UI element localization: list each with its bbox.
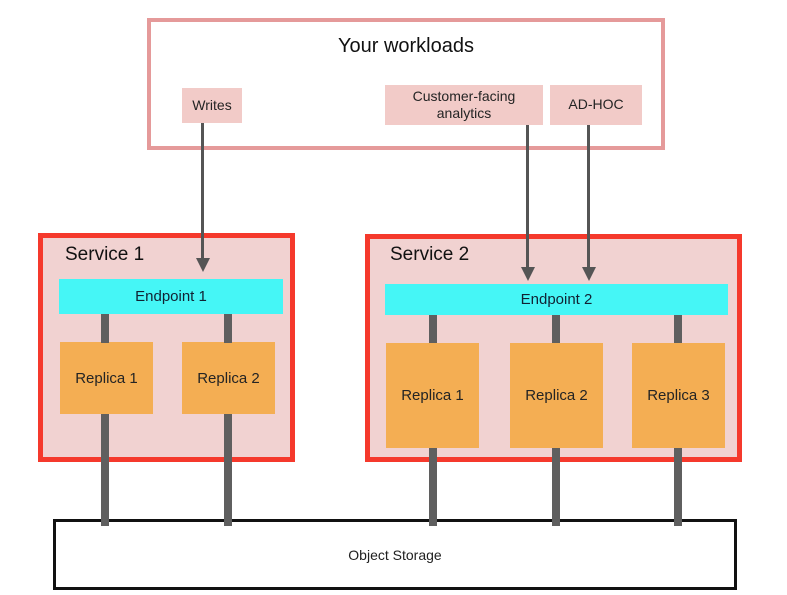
connector-s2-replica2-storage xyxy=(552,448,560,526)
arrow-adhoc-to-endpoint2-head-icon xyxy=(582,267,596,281)
service1-label: Service 1 xyxy=(65,244,145,265)
arrow-writes-to-endpoint1-line xyxy=(201,123,204,258)
service2-replica3-label: Replica 3 xyxy=(647,387,710,404)
connector-endpoint1-replica1 xyxy=(101,314,109,343)
object-storage-box: Object Storage xyxy=(53,519,737,590)
connector-endpoint2-replica1 xyxy=(429,315,437,343)
connector-s1-replica2-storage xyxy=(224,414,232,526)
workloads-title: Your workloads xyxy=(337,35,474,57)
workload-customer-facing-analytics: Customer-facing analytics xyxy=(385,85,543,125)
connector-endpoint2-replica3 xyxy=(674,315,682,343)
connector-s1-replica1-storage xyxy=(101,414,109,526)
workload-adhoc: AD-HOC xyxy=(550,85,642,125)
arrow-writes-to-endpoint1-head-icon xyxy=(196,258,210,272)
arrow-analytics-to-endpoint2-line xyxy=(526,125,529,267)
workload-customer-facing-analytics-label: Customer-facing analytics xyxy=(412,87,516,122)
service1-endpoint-bar: Endpoint 1 xyxy=(59,279,283,314)
service2-replica1-box: Replica 1 xyxy=(386,343,479,448)
service2-replica1-label: Replica 1 xyxy=(401,387,464,404)
service2-box: Service 2 Endpoint 2 Replica 1 Replica 2… xyxy=(365,234,742,462)
service2-endpoint-label: Endpoint 2 xyxy=(520,291,593,308)
workloads-group-box: Your workloads Writes Customer-facing an… xyxy=(147,18,665,150)
arrow-analytics-to-endpoint2-head-icon xyxy=(521,267,535,281)
service2-replica2-box: Replica 2 xyxy=(510,343,603,448)
service1-endpoint-label: Endpoint 1 xyxy=(135,288,207,305)
service2-endpoint-bar: Endpoint 2 xyxy=(385,284,728,315)
service2-label: Service 2 xyxy=(390,244,470,265)
connector-s2-replica3-storage xyxy=(674,448,682,526)
workload-adhoc-label: AD-HOC xyxy=(568,96,624,113)
service1-replica2-label: Replica 2 xyxy=(197,369,260,387)
workload-writes: Writes xyxy=(182,88,242,123)
service1-replica2-box: Replica 2 xyxy=(182,342,275,414)
connector-s2-replica1-storage xyxy=(429,448,437,526)
service1-box: Service 1 Endpoint 1 Replica 1 Replica 2 xyxy=(38,233,295,462)
workload-writes-label: Writes xyxy=(192,96,232,113)
service1-replica1-box: Replica 1 xyxy=(60,342,153,414)
service2-replica2-label: Replica 2 xyxy=(525,387,588,404)
arrow-adhoc-to-endpoint2-line xyxy=(587,125,590,267)
service2-replica3-box: Replica 3 xyxy=(632,343,725,448)
connector-endpoint1-replica2 xyxy=(224,314,232,343)
object-storage-label: Object Storage xyxy=(348,546,442,563)
connector-endpoint2-replica2 xyxy=(552,315,560,343)
service1-replica1-label: Replica 1 xyxy=(75,369,138,387)
